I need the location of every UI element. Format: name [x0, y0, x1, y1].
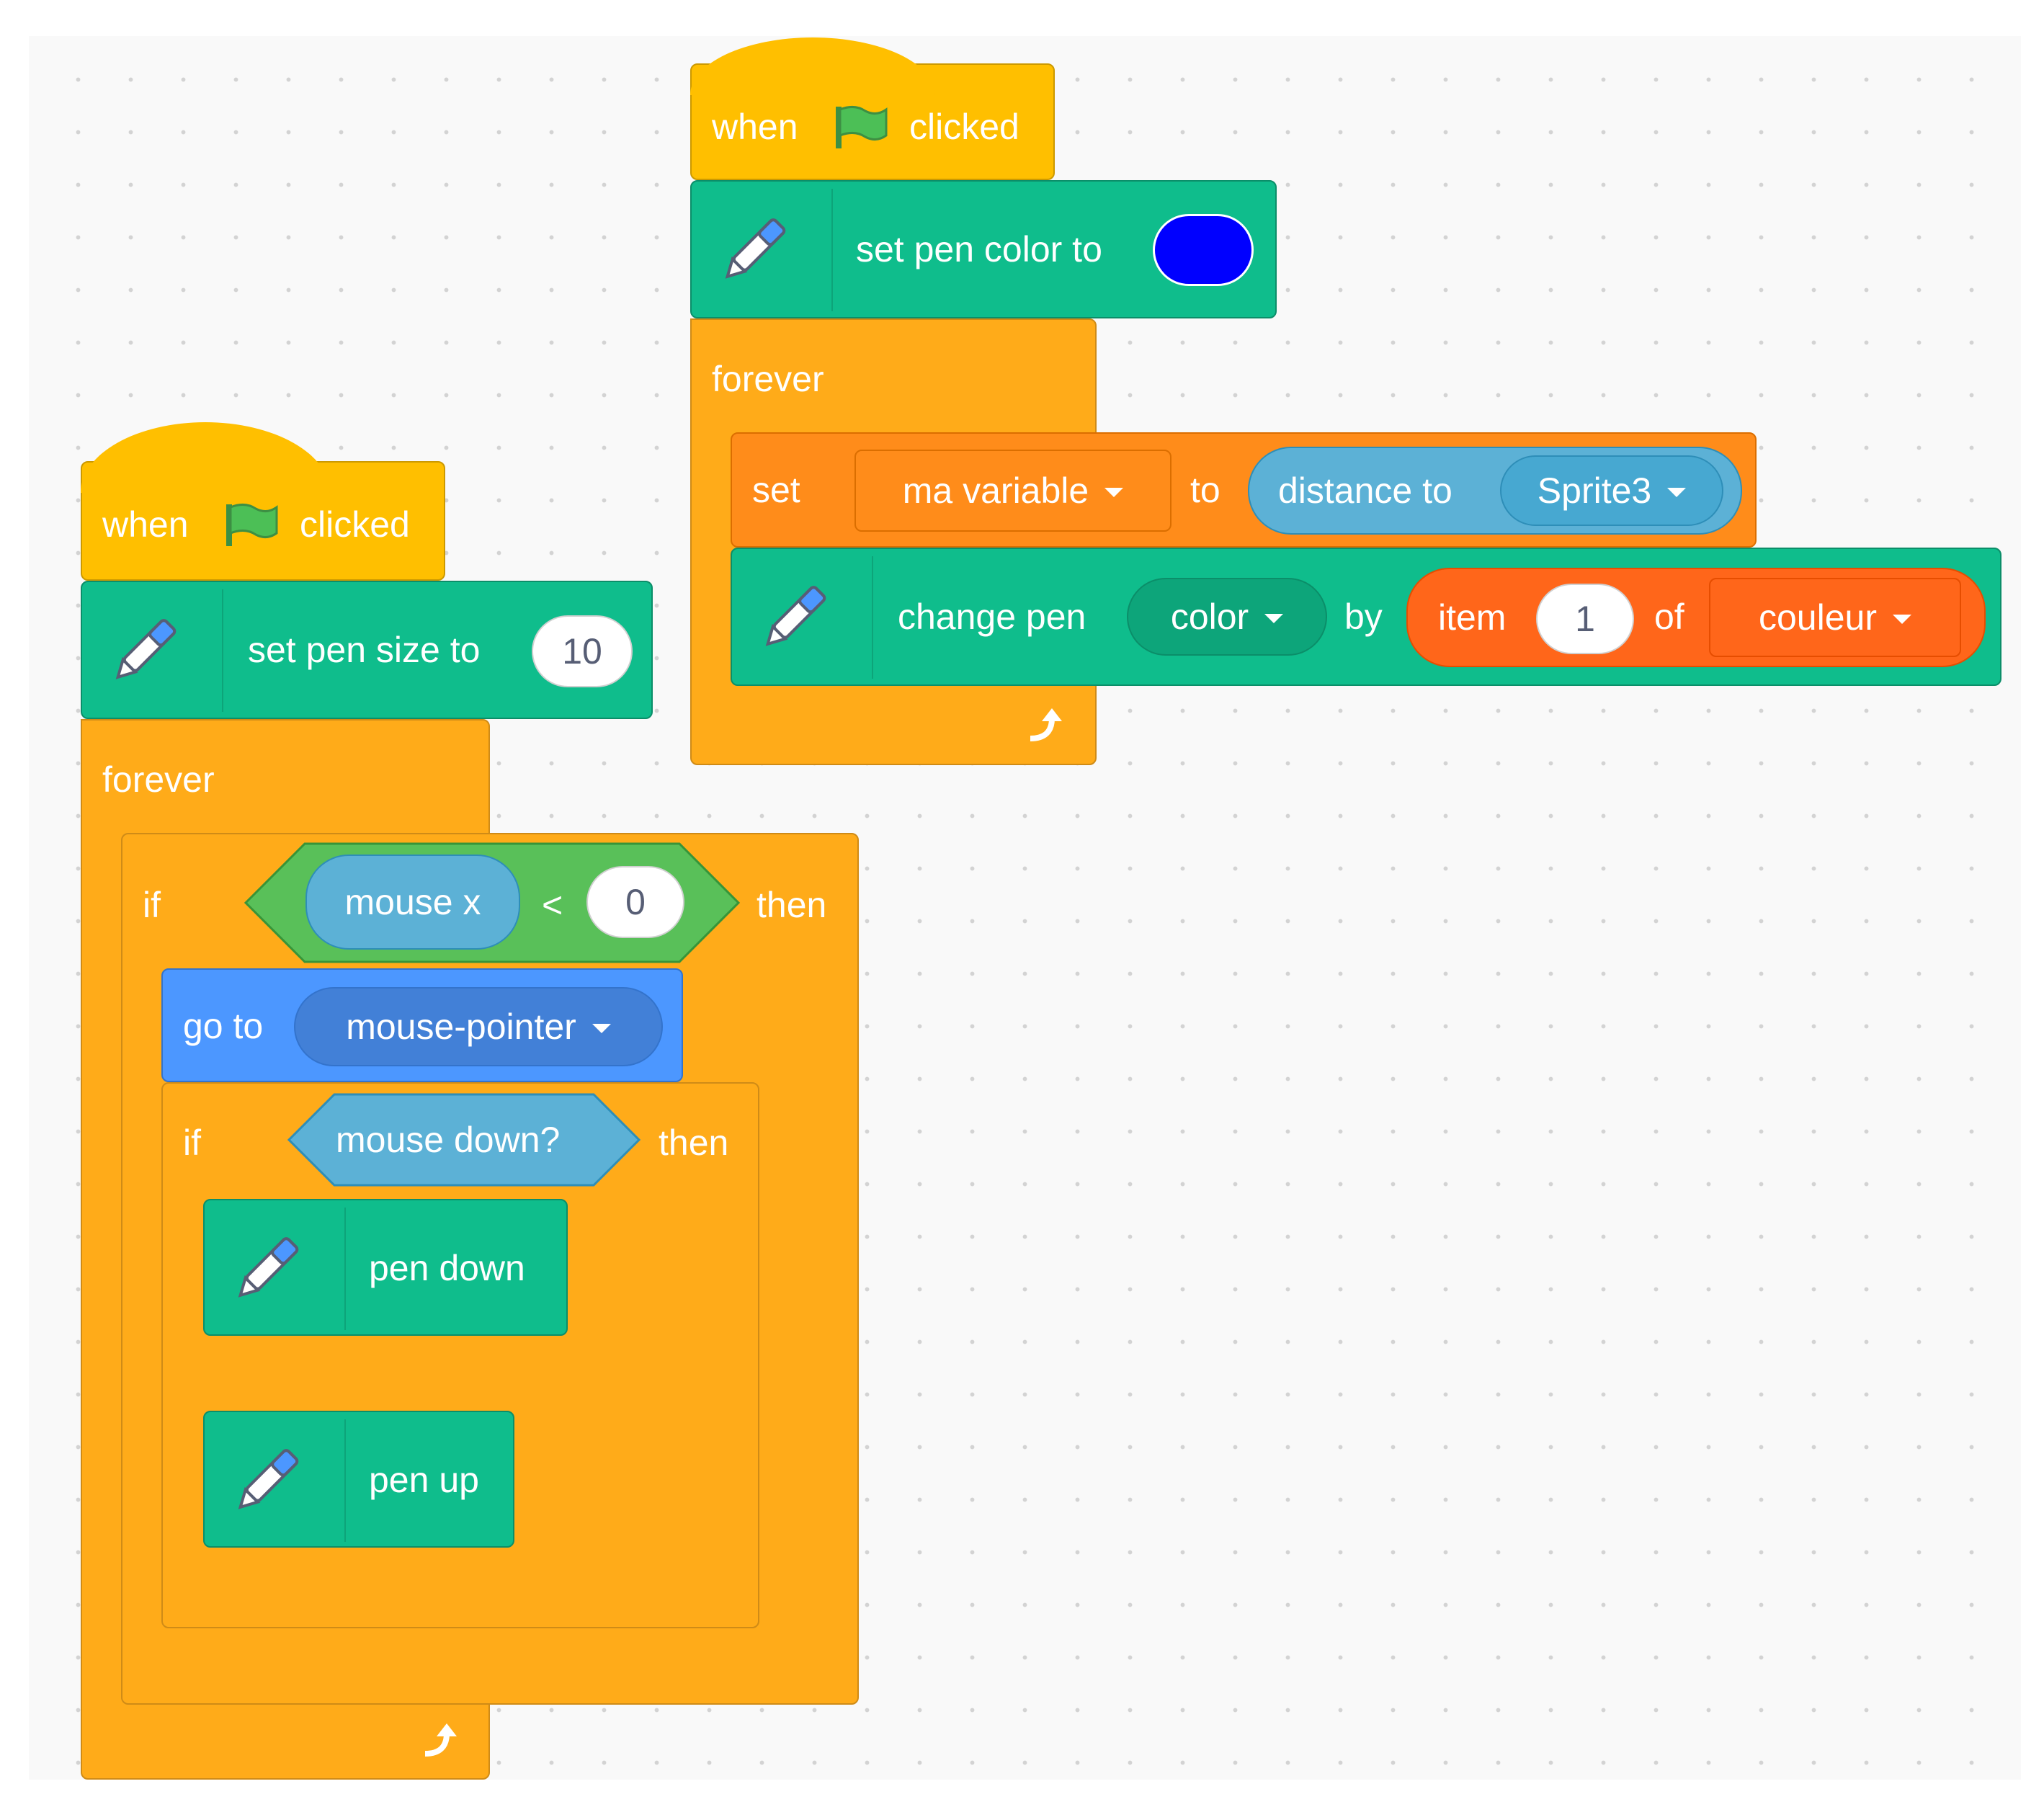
pen-icon — [104, 611, 183, 690]
mouse-x-label: mouse x — [344, 882, 481, 922]
variable-name: ma variable — [902, 470, 1089, 511]
separator — [222, 589, 223, 712]
hat-clicked-label: clicked — [909, 107, 1019, 147]
forever-label: forever — [102, 759, 215, 800]
pen-param-dropdown[interactable]: color — [1127, 578, 1327, 656]
set-label: set — [752, 470, 800, 510]
pen-size-value: 10 — [562, 631, 602, 672]
go-to-block[interactable]: go to mouse-pointer — [161, 968, 683, 1082]
pen-down-block[interactable]: pen down — [203, 1199, 568, 1336]
item-label: item — [1438, 597, 1507, 638]
then-label: then — [659, 1123, 729, 1163]
sprite-dropdown[interactable]: Sprite3 — [1500, 455, 1723, 526]
if-label: if — [183, 1123, 201, 1163]
dropdown-caret-icon — [592, 1023, 611, 1033]
to-label: to — [1190, 470, 1220, 510]
compare-value-input[interactable]: 0 — [586, 866, 684, 938]
loop-arrow-icon — [1023, 705, 1066, 749]
green-flag-icon — [833, 104, 891, 150]
go-to-target: mouse-pointer — [346, 1007, 576, 1047]
forever-label: forever — [712, 359, 824, 399]
pen-icon — [754, 578, 833, 657]
item-index-value: 1 — [1575, 599, 1595, 639]
pen-color-swatch[interactable] — [1153, 214, 1254, 286]
distance-to-label: distance to — [1278, 470, 1452, 511]
pen-up-label: pen up — [369, 1460, 479, 1500]
mouse-down-label: mouse down? — [336, 1120, 561, 1160]
by-label: by — [1344, 597, 1383, 637]
dropdown-caret-icon — [1264, 613, 1284, 623]
pen-icon — [226, 1441, 305, 1520]
change-pen-block[interactable]: change pen color by item 1 of couleur — [731, 548, 2001, 686]
change-pen-label: change pen — [898, 597, 1086, 637]
pen-icon — [713, 210, 793, 290]
separator — [344, 1208, 346, 1330]
hat-clicked-label: clicked — [300, 504, 410, 545]
hat-when-label: when — [712, 107, 798, 147]
item-index-input[interactable]: 1 — [1536, 584, 1634, 654]
mouse-down-condition[interactable] — [287, 1092, 641, 1187]
separator — [831, 189, 833, 311]
if-label: if — [143, 885, 161, 925]
separator — [344, 1419, 346, 1542]
dropdown-caret-icon — [1893, 614, 1911, 624]
mouse-x-reporter[interactable]: mouse x — [305, 855, 520, 950]
variable-dropdown[interactable]: ma variable — [854, 450, 1171, 532]
compare-value: 0 — [625, 882, 646, 922]
hat-when-label: when — [102, 504, 189, 545]
go-to-label: go to — [183, 1006, 264, 1046]
pen-param-value: color — [1170, 597, 1249, 637]
list-dropdown[interactable]: couleur — [1709, 578, 1961, 657]
then-label: then — [757, 885, 827, 925]
dropdown-caret-icon — [1104, 487, 1124, 497]
set-pen-size-label: set pen size to — [248, 630, 481, 670]
pen-size-input[interactable]: 10 — [532, 615, 633, 687]
pen-icon — [226, 1229, 305, 1308]
dropdown-caret-icon — [1667, 487, 1687, 497]
loop-arrow-icon — [418, 1721, 461, 1764]
set-pen-size-block[interactable]: set pen size to 10 — [81, 581, 653, 719]
of-label: of — [1654, 597, 1684, 637]
separator — [872, 556, 873, 679]
pen-down-label: pen down — [369, 1248, 525, 1288]
pen-up-block[interactable]: pen up — [203, 1411, 514, 1548]
set-pen-color-block[interactable]: set pen color to — [690, 180, 1277, 318]
green-flag-icon — [223, 501, 281, 548]
go-to-target-dropdown[interactable]: mouse-pointer — [294, 987, 663, 1066]
set-variable-block[interactable]: set ma variable to distance to Sprite3 — [731, 432, 1757, 548]
list-name: couleur — [1759, 597, 1877, 638]
less-than-symbol: < — [542, 885, 563, 925]
set-pen-color-label: set pen color to — [856, 229, 1102, 269]
sprite-name: Sprite3 — [1537, 470, 1652, 511]
